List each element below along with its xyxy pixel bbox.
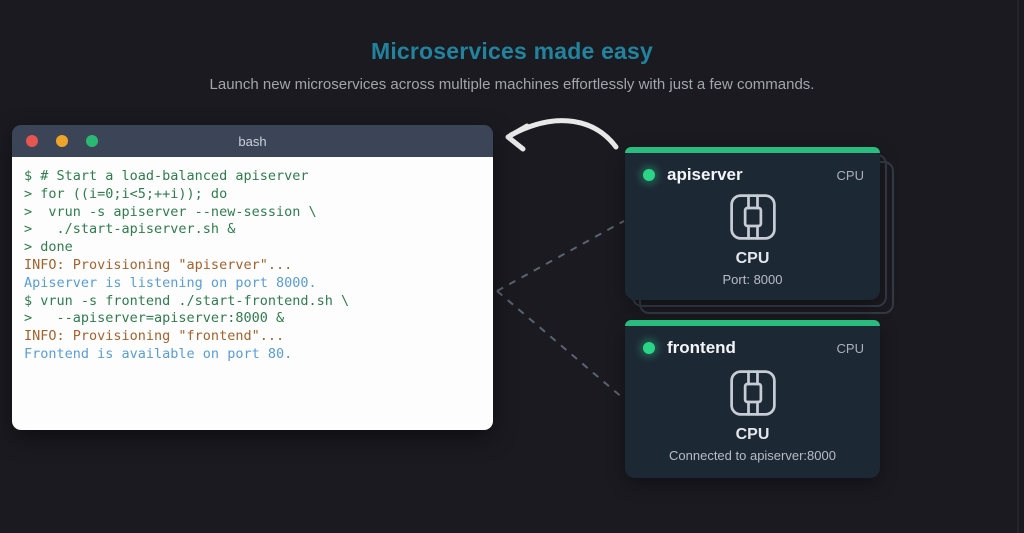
card-body: CPU Port: 8000 [625, 187, 880, 300]
service-name: frontend [667, 338, 736, 357]
resource-label: CPU [735, 250, 770, 267]
card-header: frontend CPU [625, 326, 880, 360]
right-edge-divider [1017, 0, 1019, 533]
terminal-window-title: bash [238, 133, 267, 149]
page-title: Microservices made easy [370, 38, 654, 64]
terminal-line: INFO: Provisioning "frontend"... [24, 328, 285, 345]
terminal-line: Frontend is available on port 80. [24, 345, 293, 362]
card-accent-bar [625, 320, 880, 326]
terminal-output: $ # Start a load-balanced apiserver> for… [12, 157, 493, 430]
terminal-line: > --apiserver=apiserver:8000 & [24, 310, 285, 327]
terminal-line: > vrun -s apiserver --new-session \ [24, 203, 317, 220]
dashed-connector-apiserver [496, 220, 625, 292]
card-detail: Connected to apiserver:8000 [669, 447, 836, 463]
card-detail: Port: 8000 [722, 272, 783, 287]
terminal-line: > ./start-apiserver.sh & [24, 221, 236, 238]
status-dot-icon [643, 169, 655, 181]
window-controls [26, 135, 98, 147]
maximize-window-icon [86, 135, 98, 147]
curved-arrow-icon [505, 118, 619, 152]
card-header: apiserver CPU [625, 153, 880, 187]
terminal-line: > for ((i=0;i<5;++i)); do [24, 185, 228, 202]
status-dot-icon [643, 342, 655, 354]
minimize-window-icon [56, 135, 68, 147]
card-body: CPU Connected to apiserver:8000 [625, 360, 880, 478]
dashed-connector-frontend [496, 290, 625, 400]
resource-badge: CPU [836, 167, 864, 183]
resource-label: CPU [735, 425, 770, 443]
terminal-line: $ vrun -s frontend ./start-frontend.sh \ [24, 292, 350, 309]
terminal-line: INFO: Provisioning "apiserver"... [24, 256, 293, 273]
terminal-line: $ # Start a load-balanced apiserver [24, 168, 309, 184]
cpu-chip-icon [726, 366, 780, 420]
service-card-apiserver: apiserver CPU CPU Port: 8000 [625, 147, 880, 300]
cpu-chip-icon [726, 190, 780, 244]
card-accent-bar [625, 147, 880, 153]
terminal-line: > done [24, 239, 73, 256]
terminal-line: Apiserver is listening on port 8000. [24, 274, 317, 291]
close-window-icon [26, 135, 38, 147]
resource-badge: CPU [836, 340, 864, 356]
terminal-window: bash $ # Start a load-balanced apiserver… [12, 125, 493, 430]
service-card-frontend: frontend CPU CPU Connected to apiserver:… [625, 320, 880, 478]
service-name: apiserver [667, 165, 743, 184]
page-subtitle: Launch new microservices across multiple… [209, 76, 815, 93]
terminal-titlebar: bash [12, 125, 493, 157]
